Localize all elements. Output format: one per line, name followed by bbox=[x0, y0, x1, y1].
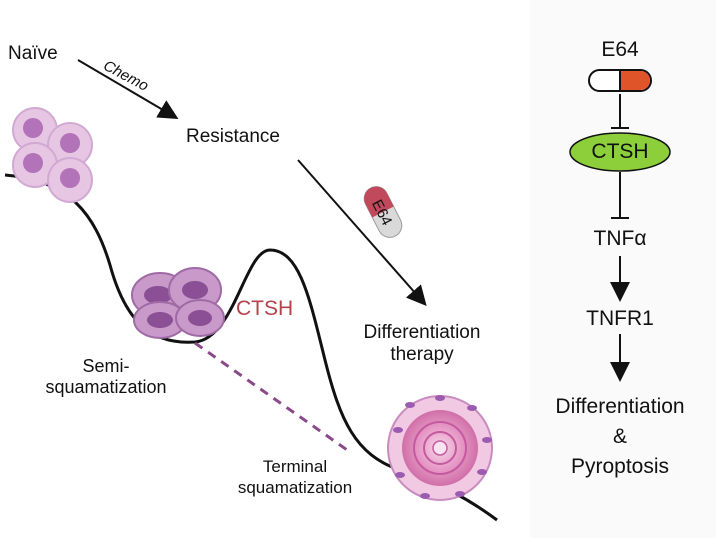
naive-label: Naïve bbox=[8, 43, 58, 64]
diff-therapy-line1: Differentiation bbox=[363, 322, 481, 343]
resistance-label: Resistance bbox=[186, 126, 280, 147]
outcome-line1: Differentiation bbox=[555, 395, 685, 418]
semi-label-line2: squamatization bbox=[45, 377, 167, 397]
terminal-label-line1: Terminal bbox=[262, 457, 328, 476]
ctsh-node-label: CTSH bbox=[591, 140, 649, 163]
naive-cells-icon bbox=[12, 107, 93, 203]
keratin-pearl-icon bbox=[387, 395, 493, 501]
semi-label-line1: Semi- bbox=[82, 356, 130, 376]
semi-squamous-cells-icon bbox=[131, 267, 225, 339]
tnfa-label: TNFα bbox=[593, 227, 647, 250]
diff-therapy-line2: therapy bbox=[390, 344, 454, 365]
outcome-line3: Pyroptosis bbox=[570, 455, 670, 478]
ctsh-oval bbox=[569, 132, 671, 172]
e64-pill-icon: E64 bbox=[363, 186, 403, 238]
ctsh-landscape-label: CTSH bbox=[236, 297, 294, 320]
terminal-label-line2: squamatization bbox=[237, 478, 353, 497]
therapy-arrow bbox=[297, 159, 427, 307]
dashed-line bbox=[194, 341, 351, 454]
e64-label: E64 bbox=[601, 38, 639, 61]
chemo-arrow bbox=[77, 59, 179, 120]
tnfr1-label: TNFR1 bbox=[586, 307, 654, 330]
outcome-line2: & bbox=[612, 425, 628, 448]
e64-capsule-icon bbox=[588, 69, 652, 92]
